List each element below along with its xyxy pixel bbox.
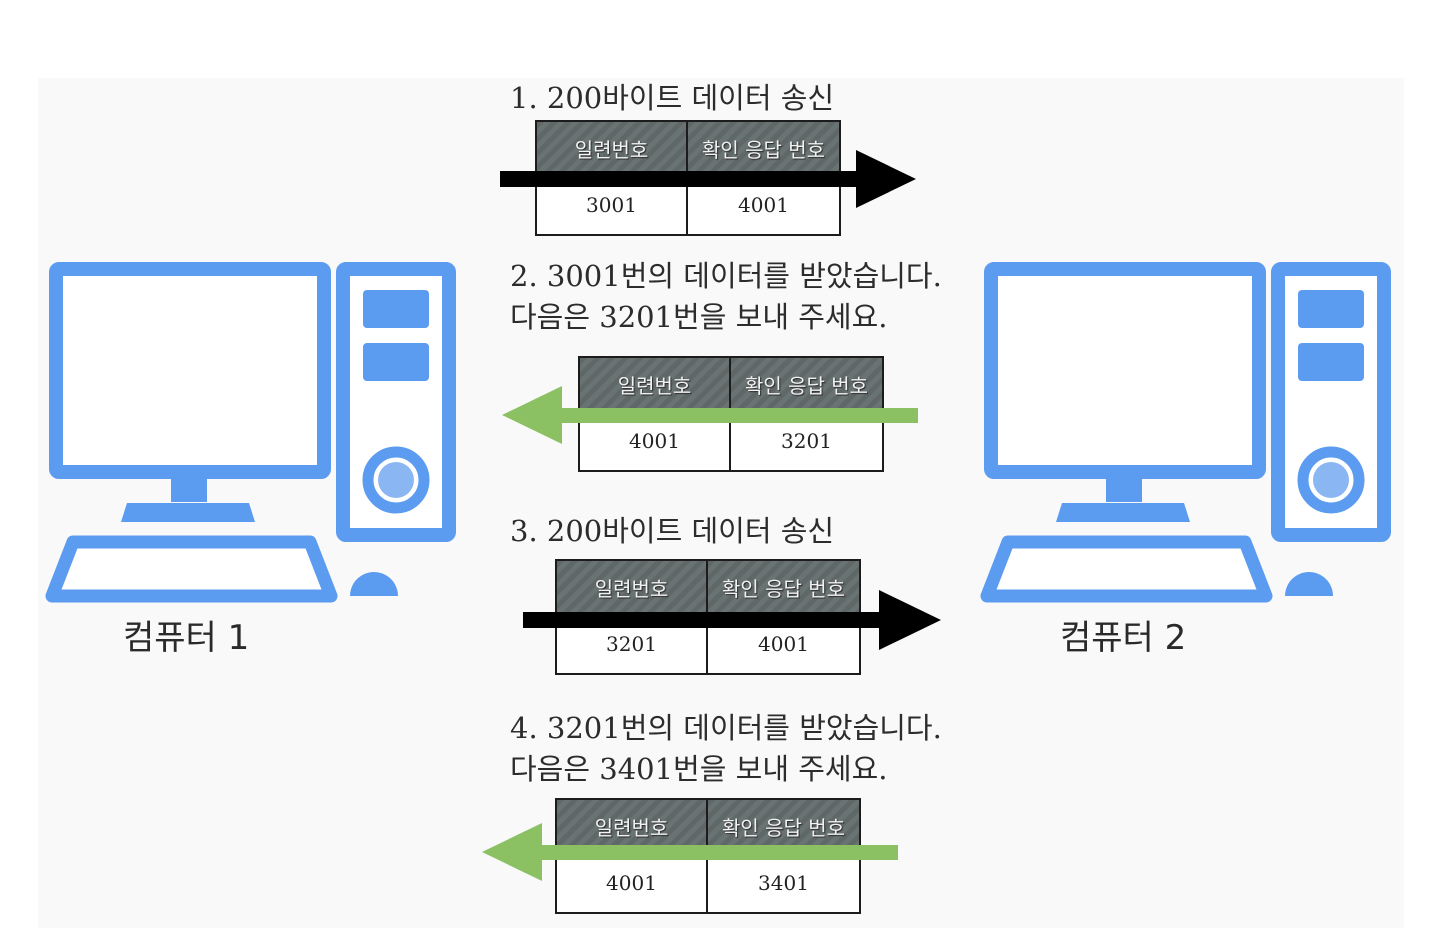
step-2-arrow-left-icon xyxy=(502,386,918,444)
step-3-caption: 3. 200바이트 데이터 송신 xyxy=(510,511,834,552)
ack-number-value: 3201 xyxy=(731,410,882,470)
step-1-line-1: 1. 200바이트 데이터 송신 xyxy=(510,81,835,115)
step-3-line-1: 3. 200바이트 데이터 송신 xyxy=(510,514,835,548)
computer-1: 컴퓨터 1 xyxy=(45,258,465,658)
computer-2-label: 컴퓨터 2 xyxy=(1060,618,1187,658)
ack-number-header: 확인 응답 번호 xyxy=(708,561,859,613)
step-2-caption: 2. 3001번의 데이터를 받았습니다. 다음은 3201번을 보내 주세요. xyxy=(510,256,942,338)
step-1-arrow-right-icon xyxy=(500,150,916,208)
step-4-arrow-left-icon xyxy=(482,823,898,881)
step-3-arrow-right-icon xyxy=(523,590,941,650)
computer-1-label: 컴퓨터 1 xyxy=(123,618,250,658)
desktop-computer-icon xyxy=(45,262,456,603)
step-4-line-2: 다음은 3401번을 보내 주세요. xyxy=(510,752,888,786)
step-2-line-2: 다음은 3201번을 보내 주세요. xyxy=(510,300,888,334)
step-1-caption: 1. 200바이트 데이터 송신 xyxy=(510,78,834,119)
sequence-number-value: 3201 xyxy=(557,613,708,673)
sequence-number-header: 일련번호 xyxy=(557,561,708,613)
desktop-computer-icon xyxy=(980,262,1391,603)
sequence-number-header: 일련번호 xyxy=(537,122,688,174)
sequence-number-header: 일련번호 xyxy=(557,800,708,852)
step-4-line-1: 4. 3201번의 데이터를 받았습니다. xyxy=(510,711,942,745)
ack-number-header: 확인 응답 번호 xyxy=(708,800,859,852)
ack-number-header: 확인 응답 번호 xyxy=(731,358,882,410)
step-2-line-1: 2. 3001번의 데이터를 받았습니다. xyxy=(510,259,942,293)
sequence-number-header: 일련번호 xyxy=(580,358,731,410)
ack-number-header: 확인 응답 번호 xyxy=(688,122,839,174)
computer-2: 컴퓨터 2 xyxy=(980,258,1400,658)
step-4-caption: 4. 3201번의 데이터를 받았습니다. 다음은 3401번을 보내 주세요. xyxy=(510,708,942,790)
